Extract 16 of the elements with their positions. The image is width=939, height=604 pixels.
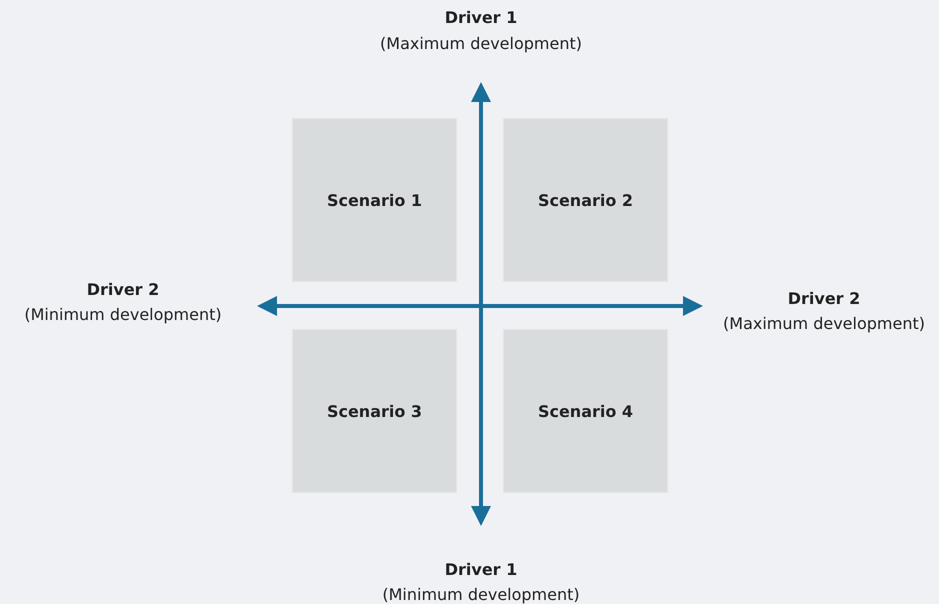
axis-title: Driver 1 xyxy=(444,8,518,27)
axis-subtitle: (Minimum development) xyxy=(24,305,222,324)
scenario-label: Scenario 4 xyxy=(538,402,634,420)
scenario-box xyxy=(292,329,457,493)
scenario-label: Scenario 2 xyxy=(538,190,634,210)
axis-subtitle: (Minimum development) xyxy=(382,585,580,604)
axis-subtitle: (Maximum development) xyxy=(380,34,582,53)
axis-title: Driver 1 xyxy=(444,560,518,579)
axis-subtitle: (Maximum development) xyxy=(723,314,925,333)
axis-title: Driver 2 xyxy=(788,289,860,308)
scenario-box xyxy=(503,118,668,282)
axis-title: Driver 2 xyxy=(86,280,160,299)
scenario-label: Scenario 1 xyxy=(326,190,422,210)
scenario-box xyxy=(292,118,457,282)
scenario-label: Scenario 3 xyxy=(326,402,422,420)
scenario-box xyxy=(503,329,668,493)
